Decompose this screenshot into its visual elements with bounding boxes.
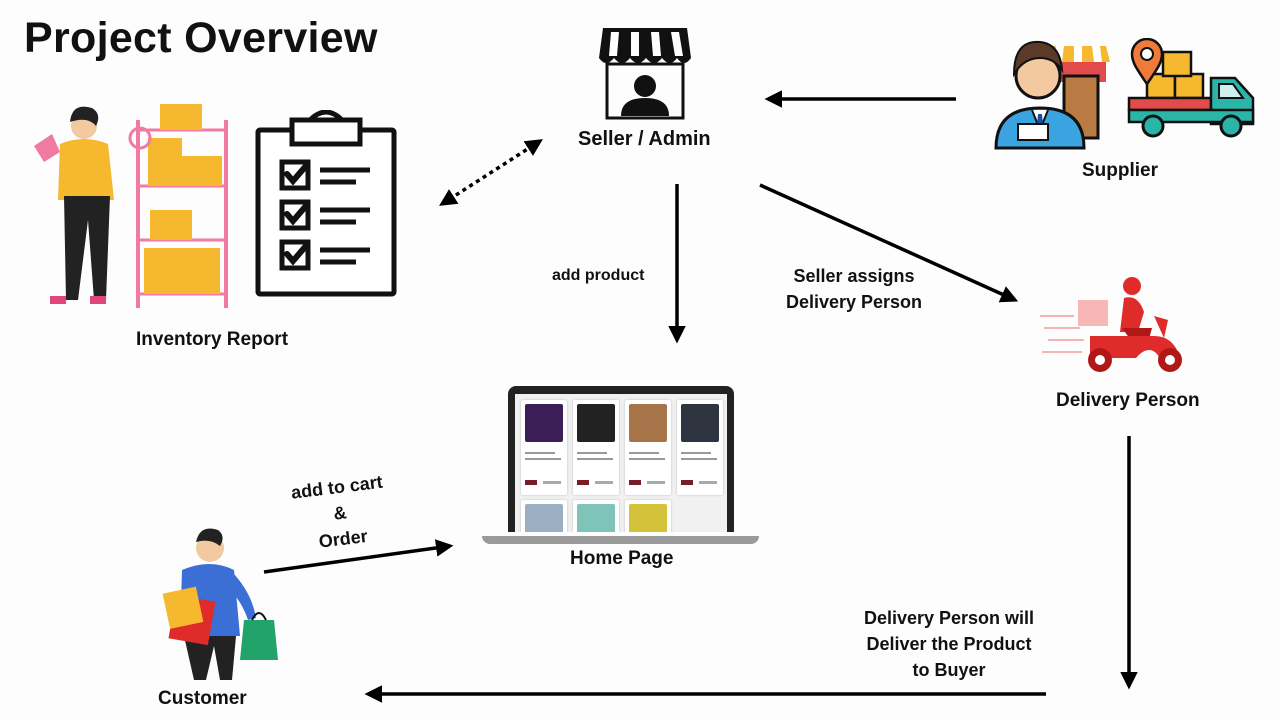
deliver-to-buyer-label: Delivery Person will Deliver the Product…	[848, 605, 1050, 683]
seller-assigns-line2: Delivery Person	[785, 292, 923, 312]
laptop-base	[482, 536, 759, 544]
deliver-line1: Delivery Person will	[863, 608, 1035, 628]
shopping-customer-icon	[162, 528, 278, 680]
supplier-label: Supplier	[1082, 160, 1159, 181]
inventory-report-label: Inventory Report	[136, 329, 289, 350]
warehouse-worker-icon	[34, 104, 228, 308]
scooter-icon	[1040, 277, 1182, 372]
home-page-screenshot	[515, 394, 727, 532]
supplier-icon	[994, 40, 1110, 150]
add-to-cart-label: add to cart & Order	[280, 467, 401, 558]
truck-icon	[1127, 50, 1255, 138]
delivery-person-label: Delivery Person	[1056, 390, 1200, 411]
seller-assigns-label: Seller assigns Delivery Person	[770, 263, 938, 315]
add-product-label: add product	[552, 267, 645, 284]
customer-label: Customer	[158, 688, 247, 709]
diagram-title: Project Overview	[24, 14, 378, 62]
seller-admin-label: Seller / Admin	[578, 128, 711, 150]
deliver-line2: Deliver the Product	[866, 634, 1032, 654]
location-pin-icon	[1130, 38, 1164, 86]
deliver-line3: to Buyer	[912, 660, 986, 680]
clipboard-icon	[255, 110, 397, 297]
seller-assigns-line1: Seller assigns	[793, 266, 915, 286]
shop-icon	[599, 28, 691, 120]
home-page-label: Home Page	[570, 548, 674, 569]
arrow-seller-inventory	[439, 139, 543, 206]
laptop-icon	[508, 386, 734, 532]
